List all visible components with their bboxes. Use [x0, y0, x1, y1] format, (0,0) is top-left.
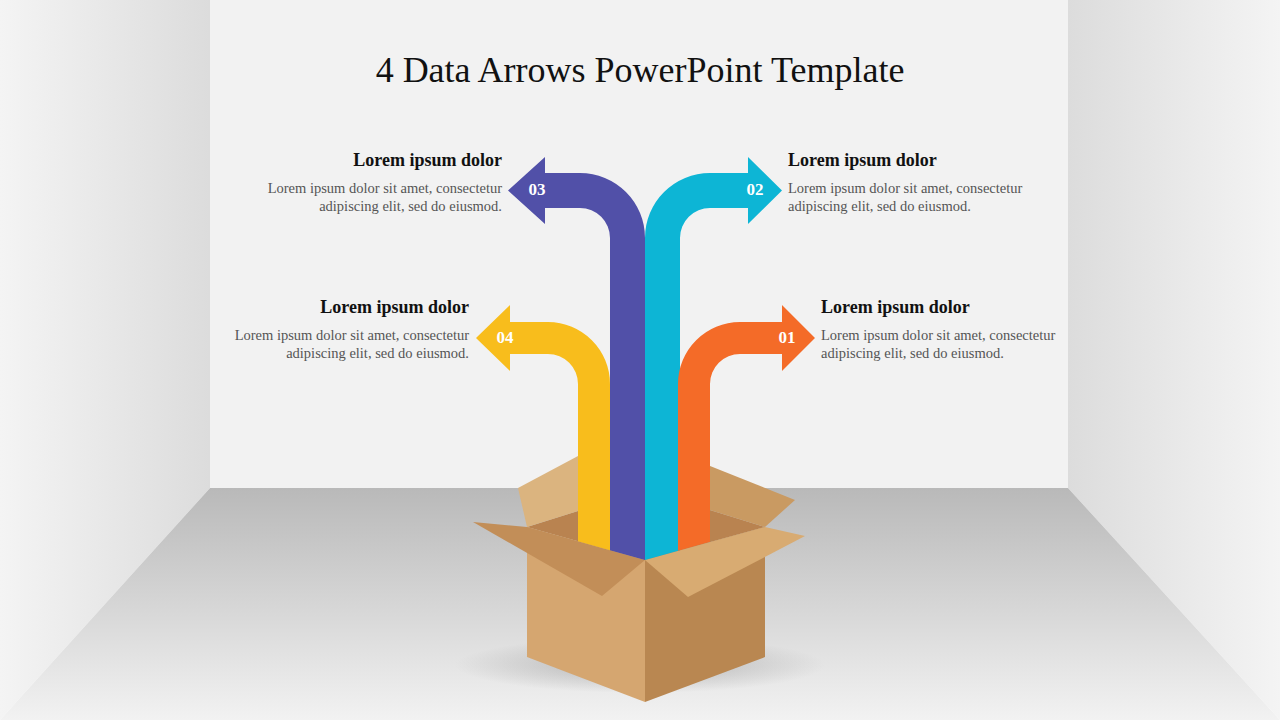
- callout-number: 04: [497, 328, 514, 348]
- arrow-shape: [475, 304, 611, 552]
- arrow-body: [678, 305, 815, 551]
- data-arrow: 01: [677, 304, 816, 553]
- item-description: Lorem ipsum dolor sit amet, consectetur …: [788, 179, 1028, 215]
- slide-title: 4 Data Arrows PowerPoint Template: [0, 48, 1280, 92]
- callout-number: 01: [779, 328, 796, 348]
- arrow-body: [476, 305, 610, 550]
- item-heading: Lorem ipsum dolor: [788, 149, 1028, 171]
- data-arrow: 04: [475, 304, 611, 552]
- callout-number: 02: [747, 180, 764, 200]
- item-description: Lorem ipsum dolor sit amet, consectetur …: [229, 326, 469, 362]
- item-heading: Lorem ipsum dolor: [821, 296, 1061, 318]
- item-description: Lorem ipsum dolor sit amet, consectetur …: [821, 326, 1061, 362]
- callout-number: 03: [529, 180, 546, 200]
- item-heading: Lorem ipsum dolor: [229, 296, 469, 318]
- item-description: Lorem ipsum dolor sit amet, consectetur …: [262, 179, 502, 215]
- item-heading: Lorem ipsum dolor: [262, 149, 502, 171]
